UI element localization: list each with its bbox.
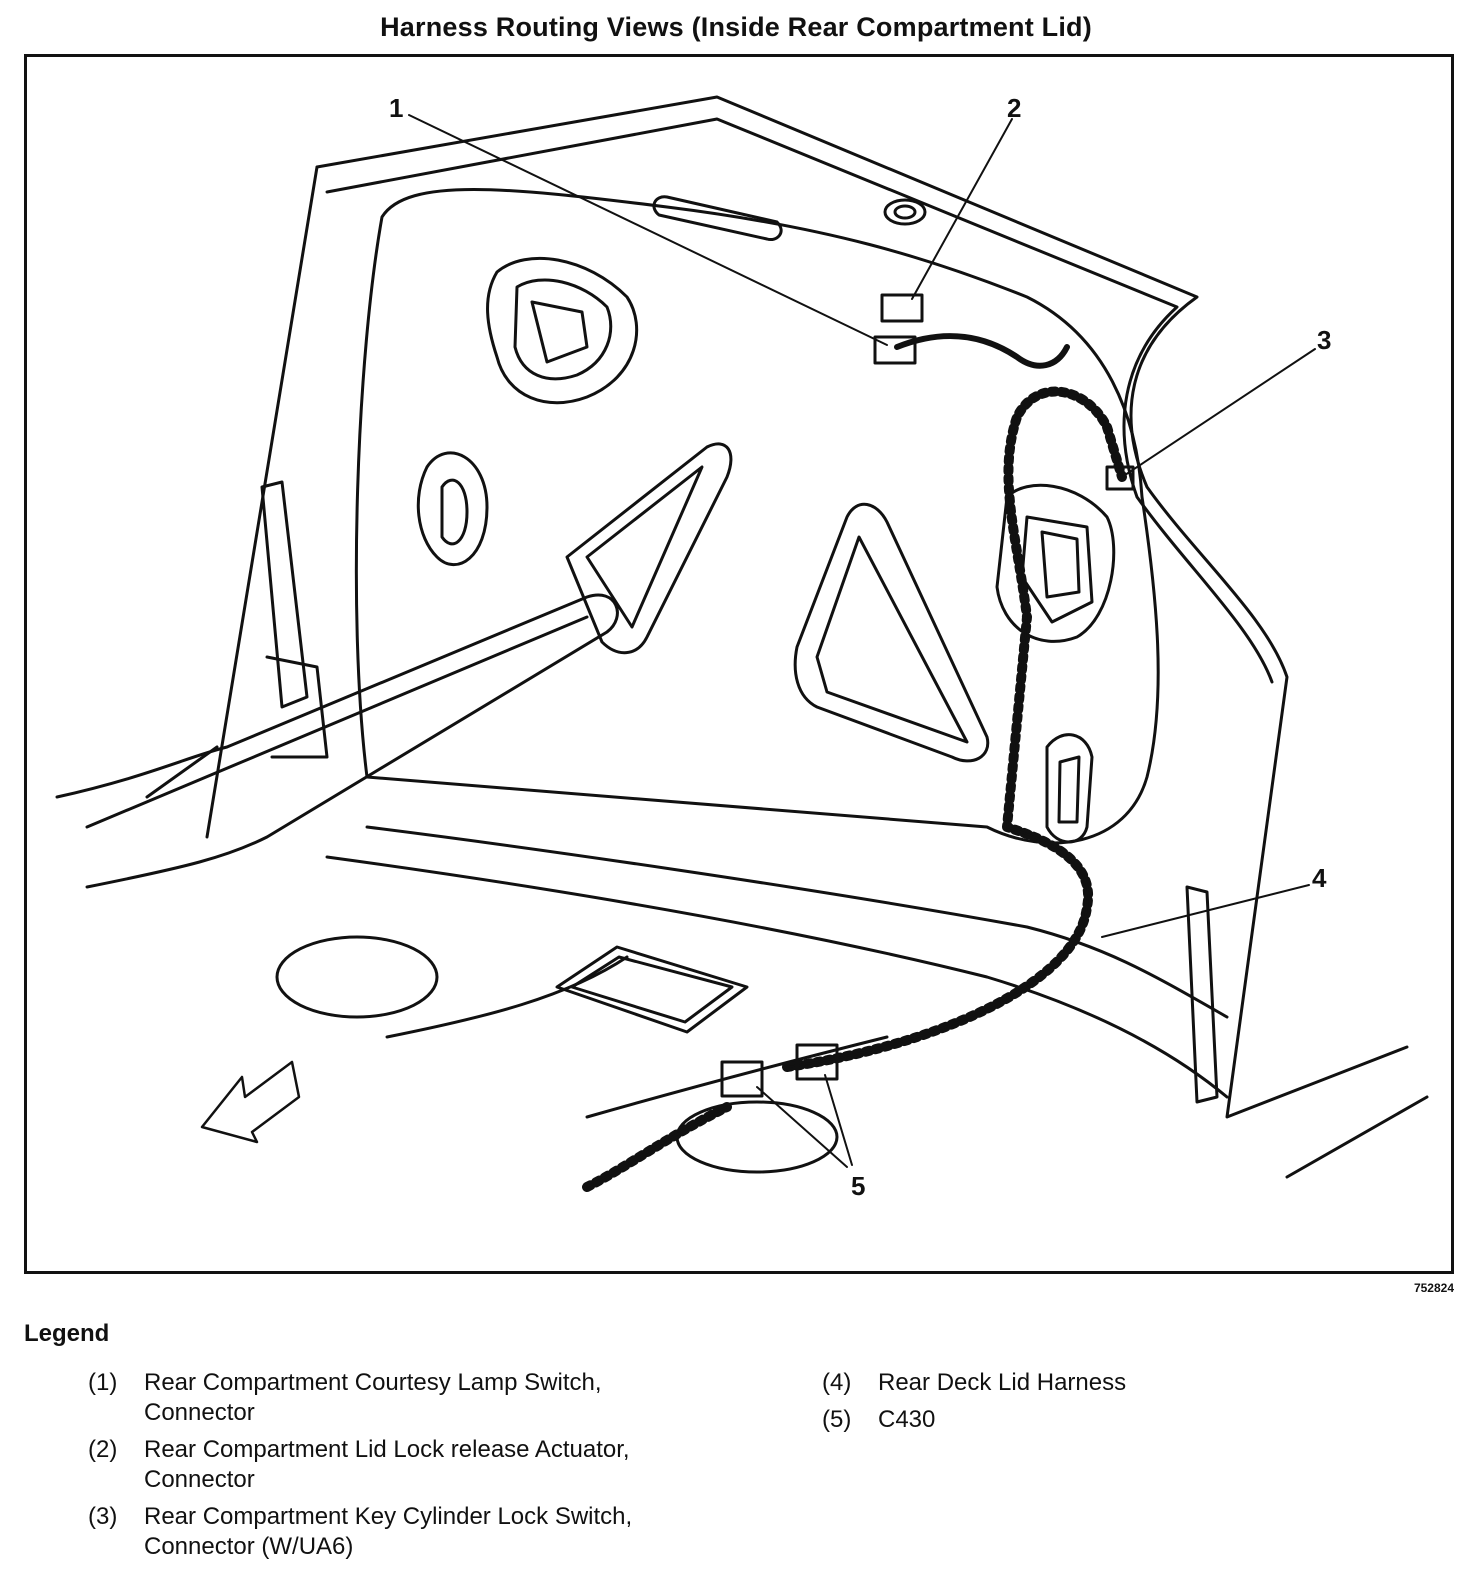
legend-right-column: (4) Rear Deck Lid Harness (5) C430 [822,1368,1422,1442]
legend-item-text: Rear Deck Lid Harness [878,1369,1127,1396]
floor-square [555,945,749,1034]
lid-inner-rim [325,117,1274,684]
legend-item: (1) Rear Compartment Courtesy Lamp Switc… [88,1368,708,1428]
diagram-frame: 1 2 3 4 5 [24,54,1454,1274]
legend-item-number: (5) [822,1406,852,1433]
legend-item-number: (3) [88,1503,118,1530]
harness-top-branch [894,333,1070,369]
legend-heading: Legend [24,1320,110,1347]
forward-arrow-icon [200,1060,301,1144]
legend-item: (3) Rear Compartment Key Cylinder Lock S… [88,1502,708,1562]
legend-item: (2) Rear Compartment Lid Lock release Ac… [88,1435,708,1495]
pocket-small-right [1045,733,1094,844]
leader-5a [756,1086,848,1168]
callout-5: 5 [851,1171,865,1201]
connector-c430-a [720,1060,764,1098]
legend-item-number: (2) [88,1436,118,1463]
right-hinge [1185,885,1219,1104]
legend-item-text: Rear Compartment Courtesy Lamp Switch, C… [144,1369,602,1426]
legend-item: (5) C430 [822,1405,1422,1435]
leader-3 [1124,348,1316,476]
callout-3: 3 [1317,325,1331,355]
leader-4 [1101,884,1310,938]
legend-item-text: Rear Compartment Key Cylinder Lock Switc… [144,1503,633,1560]
figure-id: 752824 [1413,1281,1454,1295]
floor-oval-left [275,935,439,1019]
legend-item-number: (4) [822,1369,852,1396]
pocket-top-left [486,256,639,405]
pocket-left-oval [416,451,489,567]
lid-outer-outline [315,95,1409,1119]
left-hinge [260,480,309,709]
legend-item-text: Rear Compartment Lid Lock release Actuat… [144,1436,630,1493]
connector-c430-b [795,1043,839,1081]
callout-4: 4 [1312,863,1327,893]
legend-left-column: (1) Rear Compartment Courtesy Lamp Switc… [88,1368,708,1569]
diagram-title: Harness Routing Views (Inside Rear Compa… [380,12,1092,42]
leader-5b [824,1074,853,1166]
legend-item: (4) Rear Deck Lid Harness [822,1368,1422,1398]
callout-1: 1 [389,93,403,123]
connector-2 [880,293,924,323]
pocket-lower-triangle [793,502,990,763]
leader-2 [911,118,1013,300]
cross-brace [55,593,619,889]
callout-2: 2 [1007,93,1021,123]
legend-item-number: (1) [88,1369,118,1396]
connector-1 [873,335,917,365]
leader-1 [408,114,888,346]
top-slot [652,195,783,242]
inner-panel [354,188,1160,845]
connector-3 [1105,465,1135,491]
grommet [883,198,927,226]
lid-lower-curve [365,825,1229,1019]
pocket-right [995,483,1116,643]
deck-lid-illustration: 1 2 3 4 5 [55,93,1429,1201]
legend-item-text: C430 [878,1406,936,1433]
pocket-center-triangle [565,442,733,655]
